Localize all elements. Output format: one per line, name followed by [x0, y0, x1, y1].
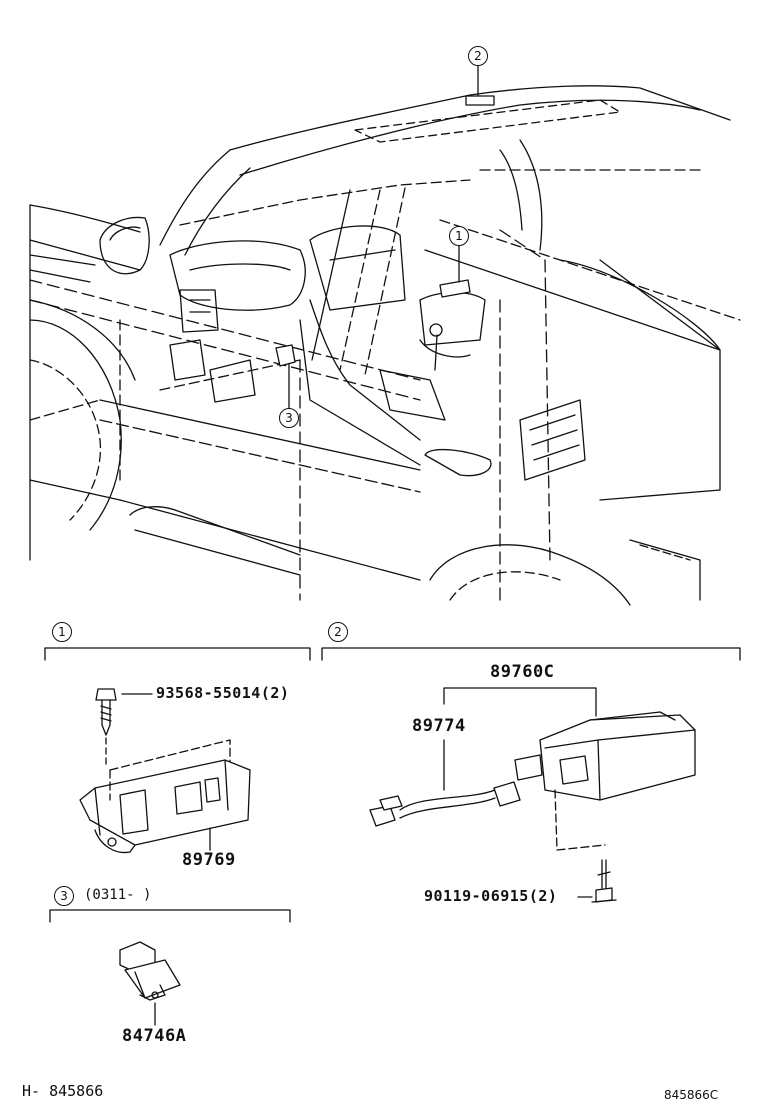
- vehicle-body-outline: [29, 85, 741, 606]
- section-2-bracket: [321, 647, 741, 661]
- assy-bracket-89760C: [443, 687, 597, 717]
- section-3-marker: 3: [54, 886, 74, 906]
- figure-ref-right: 845866C: [664, 1088, 719, 1102]
- section-3-bracket: [49, 909, 291, 923]
- section-3-range: (0311- ): [84, 887, 152, 903]
- part-number-assy: 89760C: [490, 662, 555, 682]
- screw-93568: [95, 688, 153, 769]
- part-number-bolt: 90119-06915(2): [424, 887, 558, 905]
- part-number-harness: 89774: [412, 716, 466, 736]
- part-number-switch: 84746A: [122, 1026, 187, 1046]
- section-2-marker: 2: [328, 622, 348, 642]
- callout-3: 3: [279, 408, 299, 428]
- section-1-bracket: [44, 647, 311, 661]
- switch-84746A: [119, 941, 181, 1026]
- harness-89774: [369, 739, 521, 827]
- section-1-marker: 1: [52, 622, 72, 642]
- figure-ref-left: H- 845866: [22, 1082, 104, 1100]
- bolt-90119: [577, 859, 617, 903]
- dash-module-marker: [439, 243, 471, 298]
- switch-marker: [275, 344, 296, 409]
- part-number-module: 89769: [182, 850, 236, 870]
- module-89769: [79, 739, 251, 854]
- module-89760C: [514, 711, 696, 851]
- callout-1: 1: [449, 226, 469, 246]
- callout-2: 2: [468, 46, 488, 66]
- part-number-screw: 93568-55014(2): [156, 684, 290, 702]
- roof-module-marker: [465, 65, 495, 106]
